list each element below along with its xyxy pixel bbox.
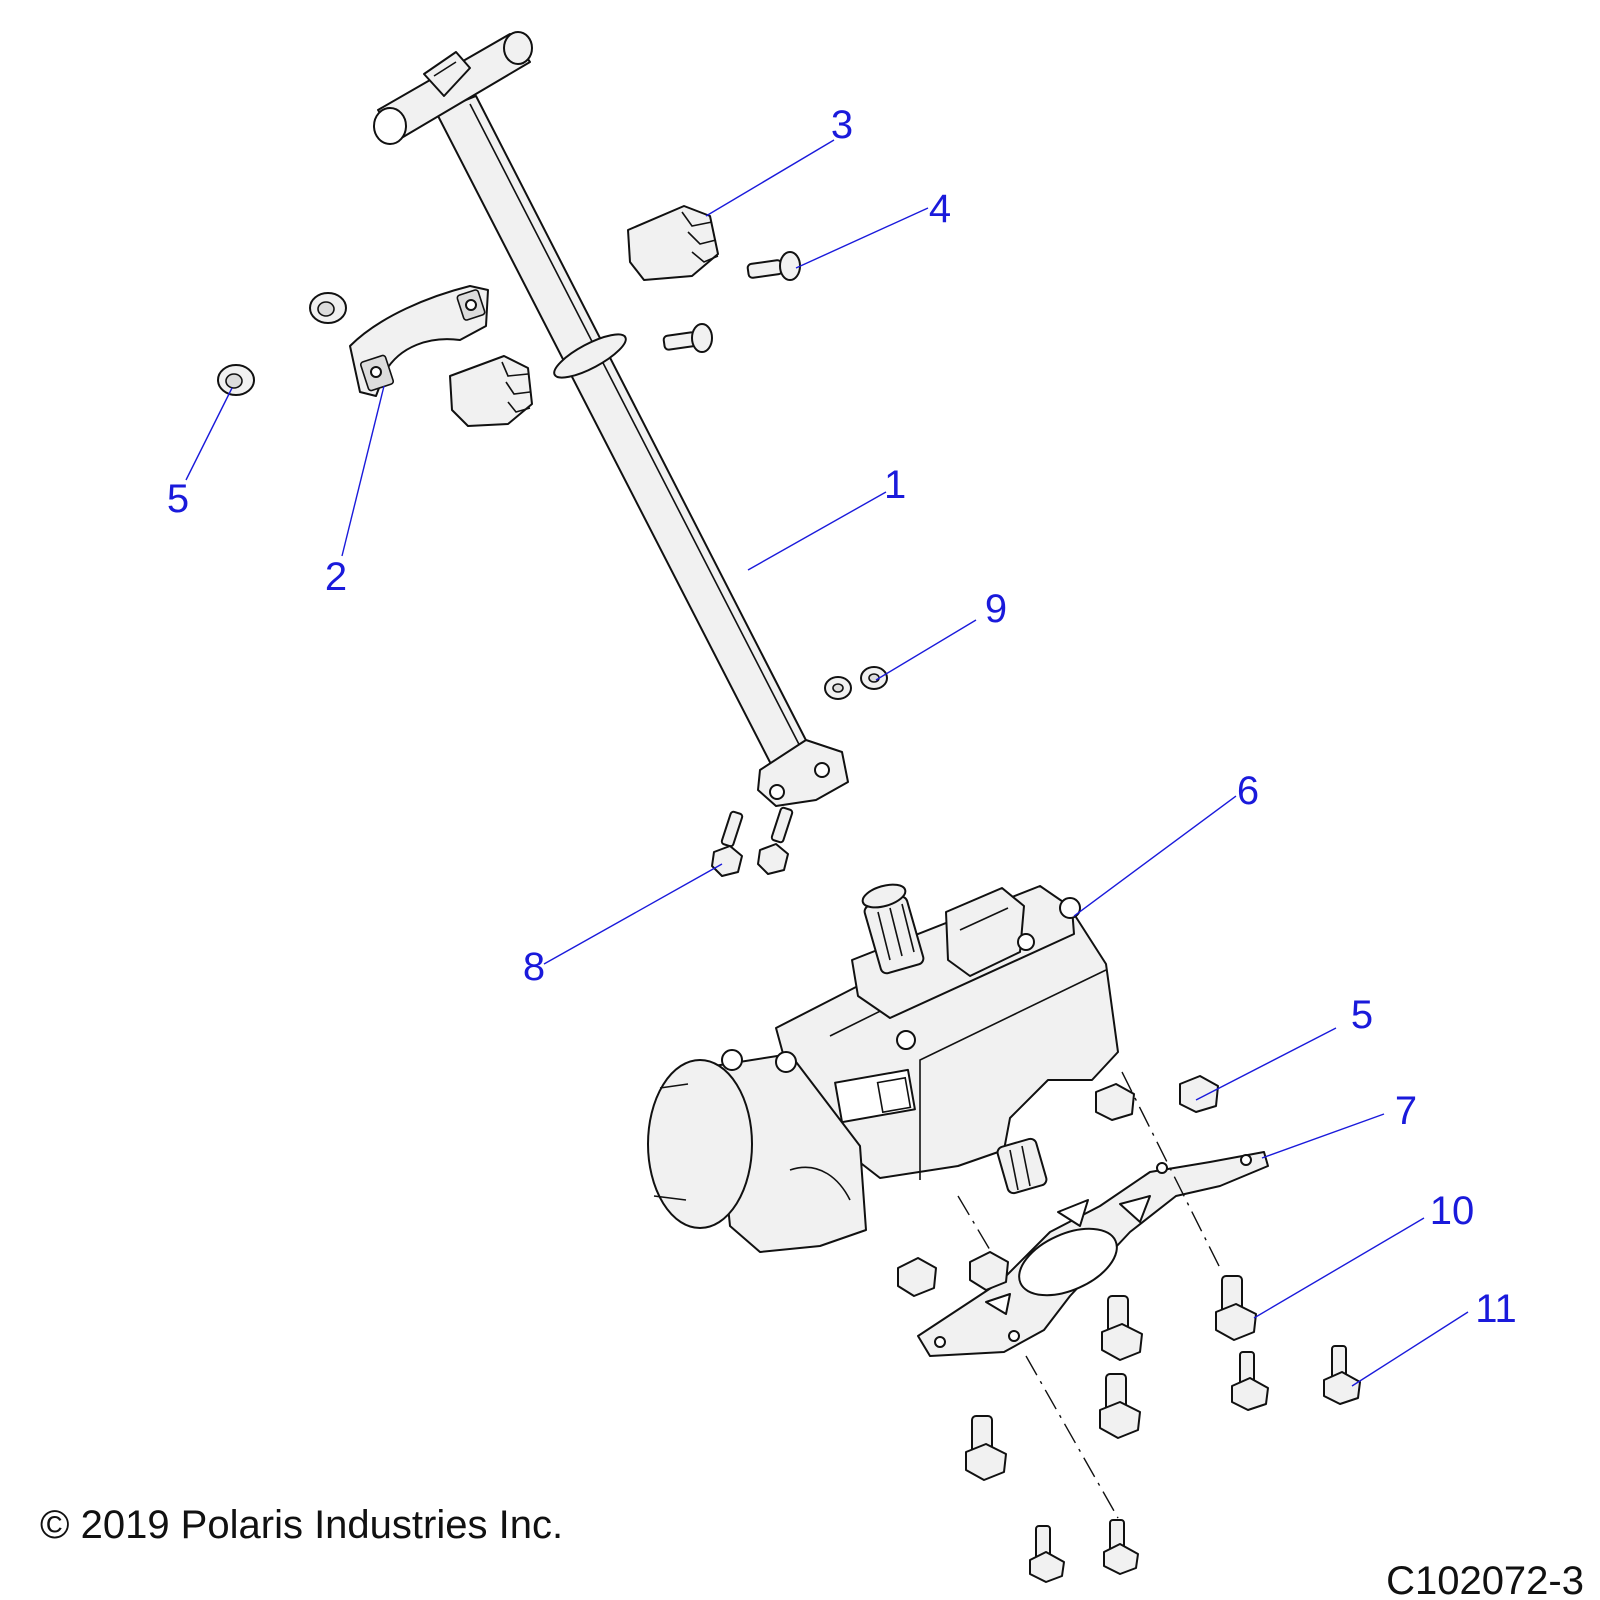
flange-bolt-part bbox=[897, 1251, 1361, 1583]
steering-gear-assembly-part bbox=[647, 883, 1119, 1253]
leader-lines bbox=[185, 139, 1469, 1387]
callout-5-lower: 5 bbox=[1351, 993, 1373, 1037]
pin-part bbox=[662, 251, 801, 353]
callout-5-upper: 5 bbox=[167, 477, 189, 521]
callout-2: 2 bbox=[325, 555, 347, 599]
callout-labels: 1 2 3 4 5 5 6 7 8 9 10 11 bbox=[167, 103, 1517, 1331]
washer-part bbox=[824, 666, 888, 700]
callout-3: 3 bbox=[831, 103, 853, 147]
callout-6: 6 bbox=[1237, 769, 1259, 813]
bushing-part bbox=[449, 205, 719, 427]
alignment-lines bbox=[957, 1071, 1223, 1519]
mount-plate-part bbox=[917, 1151, 1269, 1357]
copyright-text: © 2019 Polaris Industries Inc. bbox=[40, 1503, 563, 1547]
figure-id: C102072-3 bbox=[1386, 1559, 1584, 1600]
callout-8: 8 bbox=[523, 945, 545, 989]
callout-7: 7 bbox=[1395, 1089, 1417, 1133]
callout-9: 9 bbox=[985, 587, 1007, 631]
nut-part bbox=[217, 292, 1219, 1121]
callout-4: 4 bbox=[929, 187, 951, 231]
bolt-part bbox=[711, 806, 794, 877]
callout-1: 1 bbox=[884, 463, 906, 507]
clamp-part bbox=[349, 285, 489, 397]
callout-10: 10 bbox=[1430, 1189, 1475, 1233]
steering-column-part bbox=[373, 31, 849, 807]
callout-11: 11 bbox=[1475, 1287, 1517, 1331]
